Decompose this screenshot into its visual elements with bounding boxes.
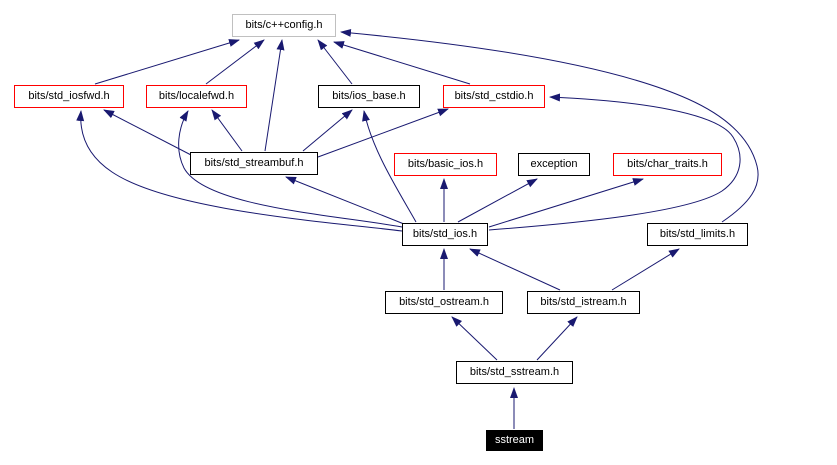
node-cppconfig[interactable]: bits/c++config.h — [232, 14, 336, 37]
edge-std-sstream-std-ostream — [451, 316, 498, 361]
edge-std-ios-exception — [457, 178, 538, 223]
node-std-sstream[interactable]: bits/std_sstream.h — [456, 361, 573, 384]
edge-std-streambuf-ios-base — [302, 109, 353, 152]
edge-std-streambuf-std-iosfwd — [103, 109, 194, 157]
edge-std-istream-std-ios — [469, 248, 561, 291]
edges — [76, 28, 759, 429]
node-std-iosfwd[interactable]: bits/std_iosfwd.h — [14, 85, 124, 108]
edge-std-limits-cppconfig — [340, 28, 759, 223]
node-std-ios[interactable]: bits/std_ios.h — [402, 223, 488, 246]
edge-std-ios-std-cstdio — [488, 93, 741, 231]
edge-std-ios-ios-base — [362, 110, 417, 223]
edge-localefwd-cppconfig — [205, 39, 265, 85]
node-localefwd[interactable]: bits/localefwd.h — [146, 85, 247, 108]
node-sstream: sstream — [486, 430, 543, 451]
node-std-cstdio[interactable]: bits/std_cstdio.h — [443, 85, 545, 108]
edge-std-streambuf-std-cstdio — [317, 108, 449, 158]
node-std-limits[interactable]: bits/std_limits.h — [647, 223, 748, 246]
node-exception[interactable]: exception — [518, 153, 590, 176]
edge-std-cstdio-cppconfig — [333, 41, 471, 85]
node-basic-ios[interactable]: bits/basic_ios.h — [394, 153, 497, 176]
edge-std-ios-std-streambuf — [285, 176, 405, 225]
node-std-streambuf[interactable]: bits/std_streambuf.h — [190, 152, 318, 175]
node-std-istream[interactable]: bits/std_istream.h — [527, 291, 640, 314]
edge-std-iosfwd-cppconfig — [94, 39, 240, 85]
edge-ios-base-cppconfig — [317, 39, 353, 85]
node-ios-base[interactable]: bits/ios_base.h — [318, 85, 420, 108]
node-char-traits[interactable]: bits/char_traits.h — [613, 153, 722, 176]
edge-std-ios-localefwd — [178, 110, 403, 228]
edge-std-ios-std-iosfwd — [76, 110, 403, 232]
edge-std-streambuf-localefwd — [211, 109, 243, 152]
edge-std-istream-std-limits — [611, 248, 680, 291]
edge-std-ios-char-traits — [488, 178, 644, 228]
edge-std-streambuf-cppconfig — [264, 39, 285, 152]
node-std-ostream[interactable]: bits/std_ostream.h — [385, 291, 503, 314]
edge-std-sstream-std-istream — [536, 316, 578, 361]
